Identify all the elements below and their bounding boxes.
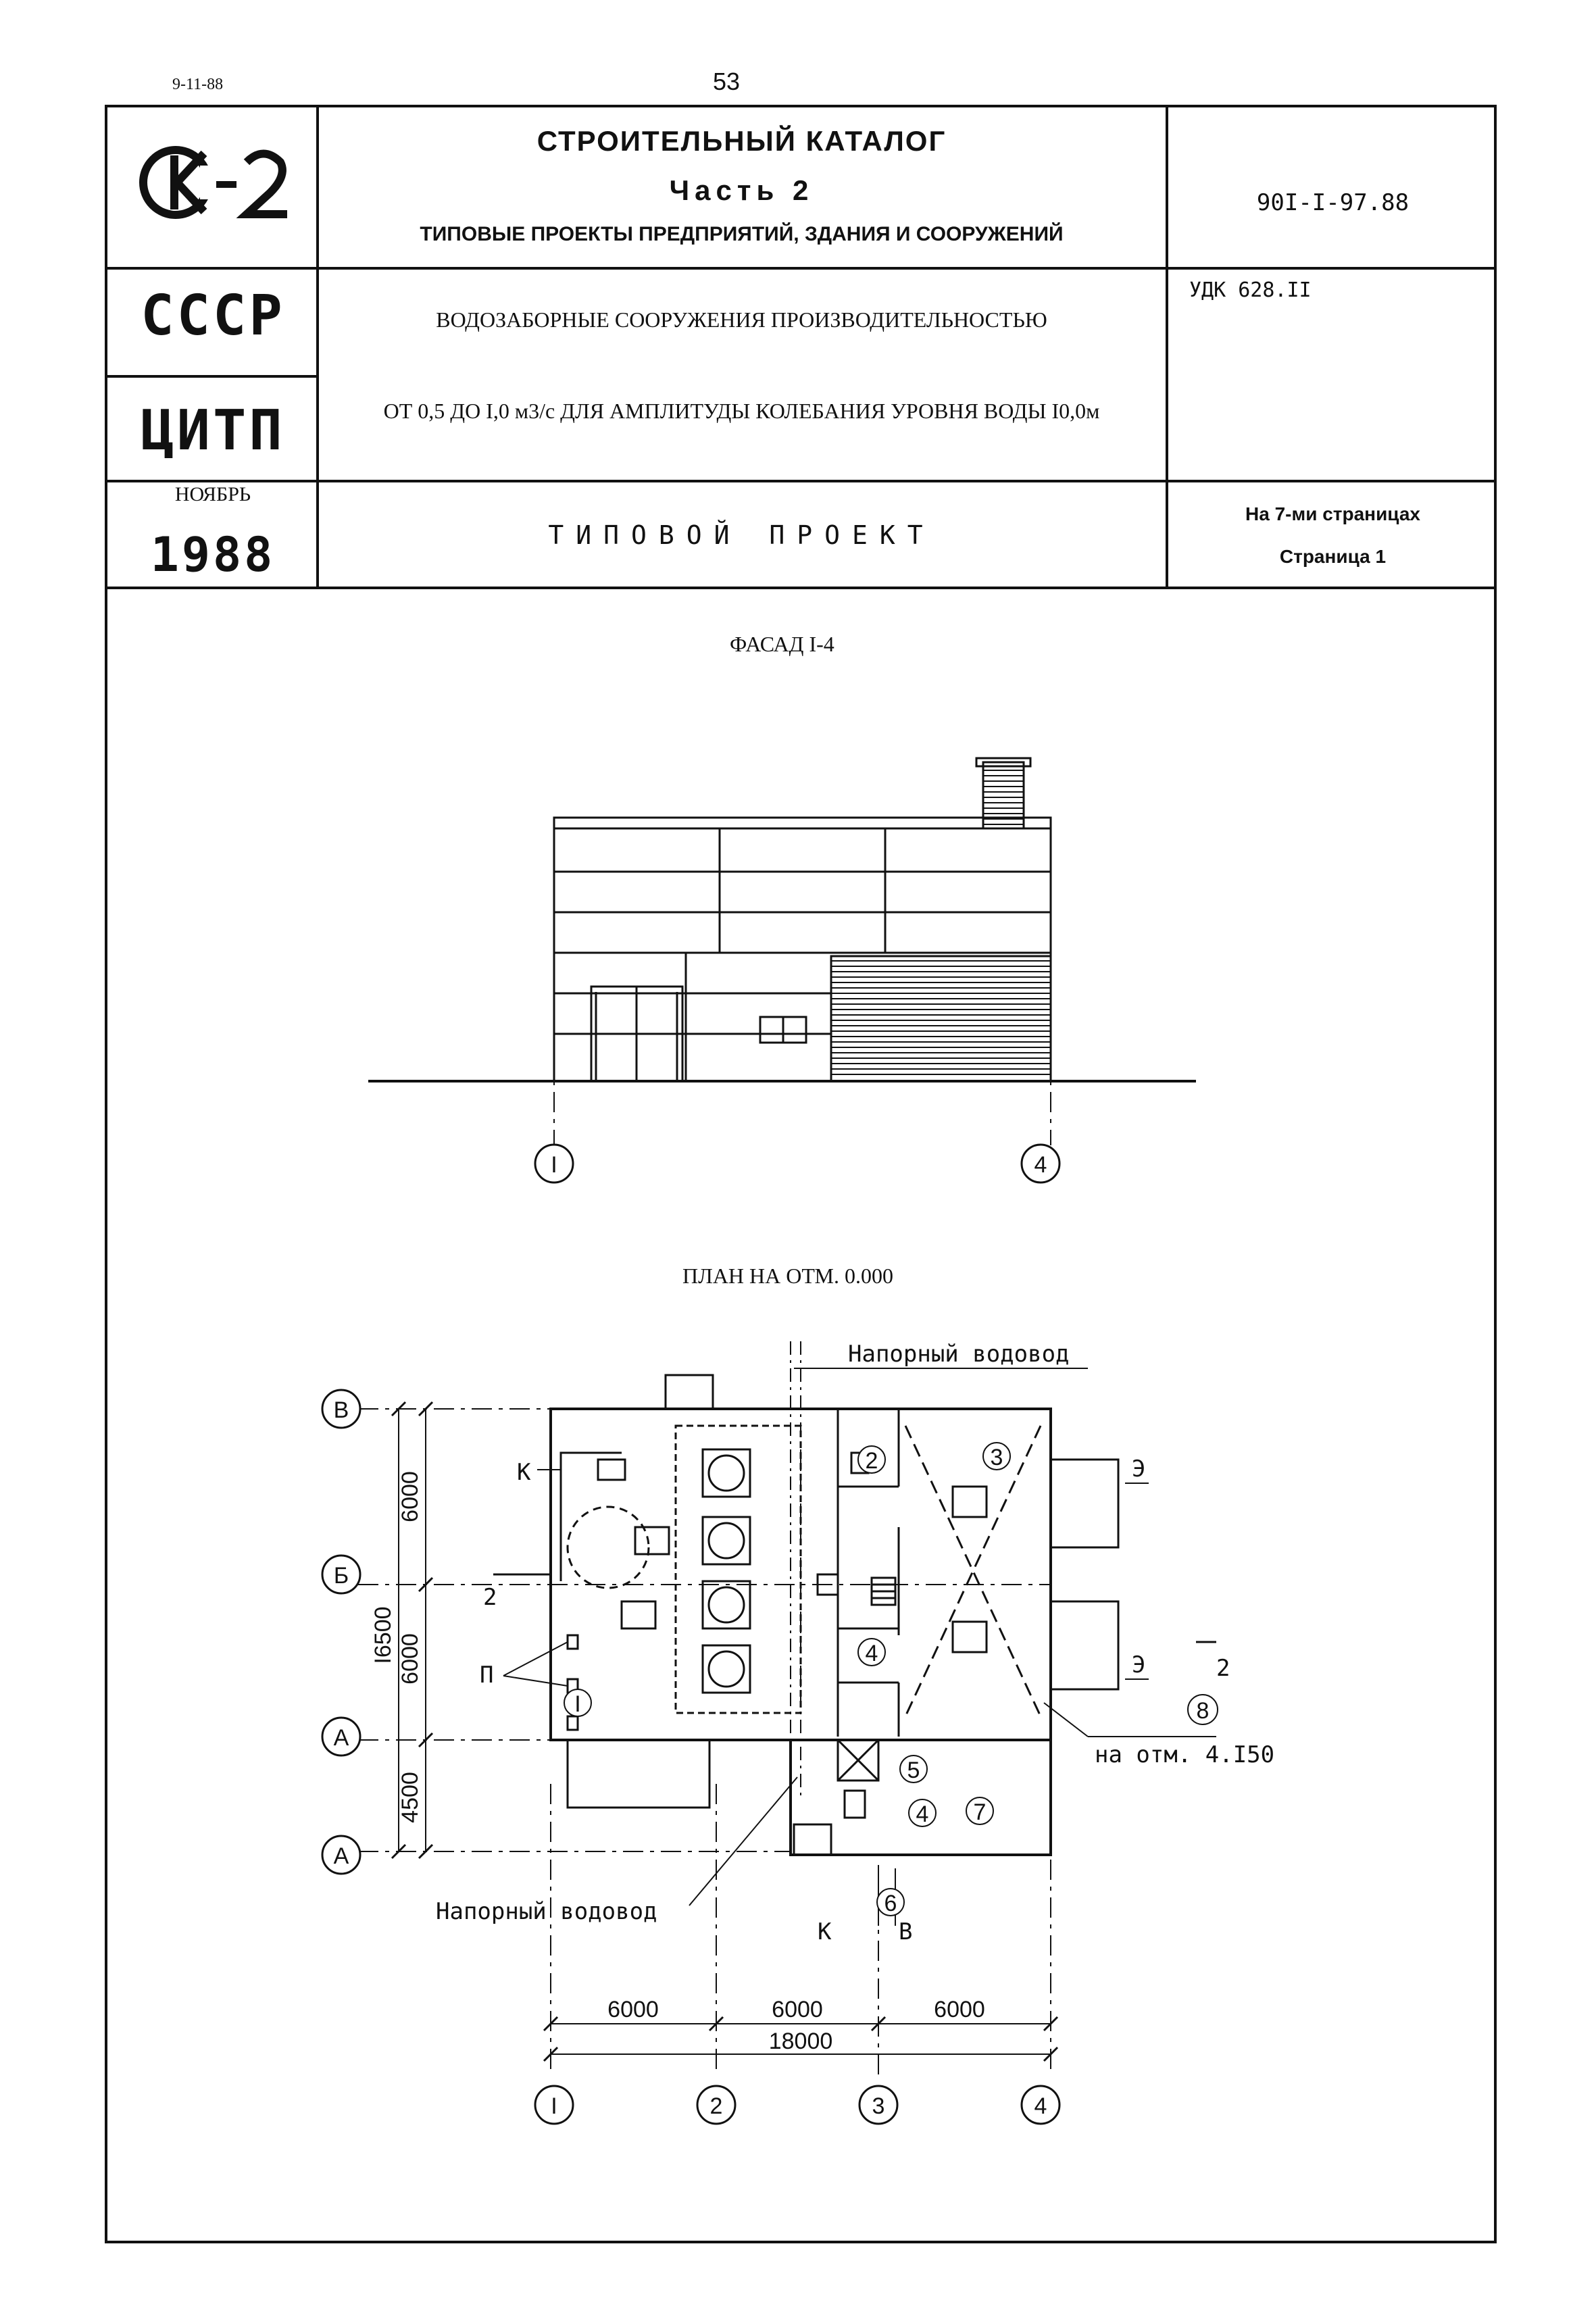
date-stamp: 9-11-88 xyxy=(172,76,224,93)
issue-month: НОЯБРЬ xyxy=(174,483,251,505)
sheet-frame xyxy=(105,105,1497,2243)
plan-title: ПЛАН НА ОТМ. 0.000 xyxy=(682,1264,893,1288)
udk-code: УДК 628.II xyxy=(1189,278,1312,302)
title-block-divider xyxy=(105,587,1497,589)
issue-year: 1988 xyxy=(150,527,276,582)
title-block-divider xyxy=(316,105,319,588)
project-type: ТИПОВОЙ ПРОЕКТ xyxy=(548,520,935,550)
title-block-divider xyxy=(105,267,1497,270)
page-current: Страница 1 xyxy=(1279,546,1387,567)
org-institute: ЦИТП xyxy=(141,399,285,463)
catalog-part: Часть 2 xyxy=(669,174,814,206)
title-block-divider xyxy=(105,375,318,378)
pages-total: На 7-ми страницах xyxy=(1245,503,1420,524)
project-title-line2: ОТ 0,5 ДО I,0 м3/с ДЛЯ АМПЛИТУДЫ КОЛЕБАН… xyxy=(383,399,1100,423)
project-title-line1: ВОДОЗАБОРНЫЕ СООРУЖЕНИЯ ПРОИЗВОДИТЕЛЬНОС… xyxy=(436,307,1047,332)
catalog-subtitle: ТИПОВЫЕ ПРОЕКТЫ ПРЕДПРИЯТИЙ, ЗДАНИЯ И СО… xyxy=(420,223,1064,245)
facade-title: ФАСАД I-4 xyxy=(730,632,834,656)
org-country: СССР xyxy=(141,284,285,348)
sk2-logo xyxy=(139,146,287,219)
title-block-divider xyxy=(1166,105,1168,588)
page-number: 53 xyxy=(713,68,741,95)
catalog-title: СТРОИТЕЛЬНЫЙ КАТАЛОГ xyxy=(537,125,947,157)
document-code: 90I-I-97.88 xyxy=(1256,189,1410,216)
title-block-divider xyxy=(105,480,1497,482)
